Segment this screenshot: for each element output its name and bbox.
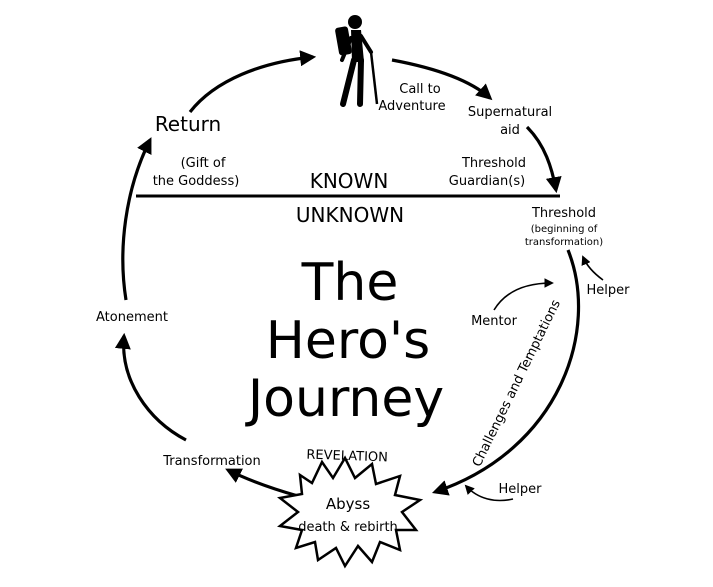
hiker-icon xyxy=(335,15,379,107)
supernatural-aid-line-1: Supernatural xyxy=(468,105,552,120)
return-sub-line-2: the Goddess) xyxy=(153,174,240,189)
supernatural-aid-line-2: aid xyxy=(500,123,520,138)
arc-hero-to-supernatural-aid xyxy=(391,58,493,101)
arc-transformation-to-atonement xyxy=(114,332,187,442)
call-to-adventure-line-1: Call to xyxy=(399,82,440,97)
transformation-label: Transformation xyxy=(162,454,261,469)
return-sub-line-1: (Gift of xyxy=(181,156,226,171)
call-to-adventure-line-2: Adventure xyxy=(378,99,445,114)
threshold-guardians-line-2: Guardian(s) xyxy=(449,174,525,189)
arrow-mentor xyxy=(493,278,554,311)
return-label: Return xyxy=(155,112,221,136)
threshold-sub-line-2: transformation) xyxy=(525,237,603,248)
arc-abyss-to-transformation xyxy=(225,468,299,498)
revelation-label: REVELATION xyxy=(306,448,388,466)
arc-threshold-to-abyss xyxy=(431,249,581,496)
abyss-label: Abyss xyxy=(326,495,370,513)
unknown-label: UNKNOWN xyxy=(296,203,404,227)
title-line-2: Hero's xyxy=(266,311,431,371)
arrow-helper-bottom xyxy=(464,484,514,502)
helper-bottom-label: Helper xyxy=(499,482,543,497)
mentor-label: Mentor xyxy=(471,314,518,329)
arc-atonement-to-return xyxy=(121,137,152,301)
title-line-1: The xyxy=(301,253,399,313)
abyss-sub-label: death & rebirth xyxy=(298,520,398,535)
title-line-3: Journey xyxy=(245,369,444,429)
known-label: KNOWN xyxy=(310,169,389,193)
atonement-label: Atonement xyxy=(96,310,168,325)
starburst-icon xyxy=(277,455,424,569)
threshold-label: Threshold xyxy=(531,206,596,221)
arc-return-to-hero xyxy=(188,50,317,113)
threshold-guardians-line-1: Threshold xyxy=(461,156,526,171)
helper-top-label: Helper xyxy=(587,283,631,298)
arrow-helper-top xyxy=(581,255,604,281)
threshold-sub-line-1: (beginning of xyxy=(531,224,598,235)
arc-supernatural-aid-to-threshold xyxy=(525,125,562,194)
